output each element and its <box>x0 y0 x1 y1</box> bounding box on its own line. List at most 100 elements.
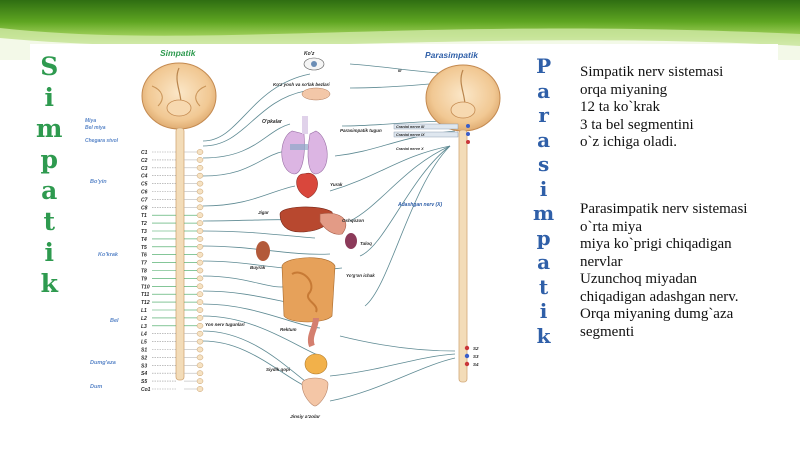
simpatik-letter: t <box>43 207 55 236</box>
chain-ganglion <box>196 259 204 266</box>
chain-ganglion <box>196 386 204 392</box>
label-tugun: Parasimpatik tugun <box>340 128 382 133</box>
chain-ganglion <box>196 172 204 179</box>
text-line: Simpatik nerv sistemasi <box>580 64 724 80</box>
simpatik-letter: S <box>40 52 59 81</box>
segment-label: T1 <box>141 213 147 219</box>
simpatik-letter: k <box>40 269 58 298</box>
segment-label: C6 <box>141 190 148 196</box>
text-line: segmenti <box>580 323 635 340</box>
text-line: Orqa miyaning dumg`aza <box>580 306 734 322</box>
segment-label: T5 <box>141 245 147 251</box>
spleen-organ <box>345 233 357 249</box>
chain-ganglion <box>196 354 204 361</box>
label-buyrak: Buyrak <box>250 265 266 270</box>
gland-organ <box>301 87 331 101</box>
label-dumgaza: Dumg'aza <box>90 360 116 366</box>
label-sulak: Ko'z yosh va so'lak bezlari <box>273 82 330 87</box>
label-cranial-2: Cranial nerve IX <box>396 133 425 137</box>
chain-ganglion <box>196 315 204 321</box>
heart-organ <box>296 172 318 199</box>
segment-label: T12 <box>141 300 150 306</box>
right-seg-s2: S2 <box>473 346 479 351</box>
text-line: Uzunchoq miyadan <box>580 271 698 287</box>
right-seg-s4: S4 <box>473 362 479 367</box>
text-line: chiqadigan adashgan nerv. <box>580 288 739 305</box>
segment-label: C8 <box>141 205 148 211</box>
diagram-title-simpatik: Simpatik <box>160 48 197 58</box>
rectum-organ <box>307 317 319 348</box>
segment-label: S3 <box>141 363 147 369</box>
chain-ganglion <box>196 370 204 377</box>
chain-ganglion <box>196 251 204 258</box>
label-adashgan: Adashgan nerv (X) <box>397 202 443 208</box>
chain-ganglion <box>196 204 204 211</box>
segment-label: L4 <box>141 332 147 338</box>
segment-label: T4 <box>141 237 147 243</box>
label-rektum: Rektum <box>280 327 297 332</box>
label-cranial-3: Cranial nerve X <box>396 147 424 151</box>
label-iii: III <box>398 68 402 73</box>
label-bel: Bel <box>110 318 119 324</box>
parasimpatik-letter: s <box>537 152 550 176</box>
segment-label: S5 <box>141 379 147 385</box>
label-ichak: Yo'g'on ichak <box>346 273 375 278</box>
label-taloq: Taloq <box>360 241 372 246</box>
chain-ganglion <box>196 322 204 329</box>
chain-ganglion <box>196 196 204 203</box>
chain-ganglion <box>196 243 204 250</box>
segment-label: T7 <box>141 261 147 267</box>
stomach-organ <box>319 212 347 235</box>
segment-label: S2 <box>141 355 147 361</box>
chain-ganglion <box>196 291 204 298</box>
text-line: nervlar <box>580 253 623 270</box>
chain-ganglion <box>196 228 204 234</box>
segment-labels: C1C2C3C4C5C6C7C8T1T2T3T4T5T6T7T8T9T10T11… <box>141 150 176 393</box>
segment-label: C7 <box>141 197 148 203</box>
parasimpatik-letter: a <box>537 250 551 274</box>
right-seg-s3: S3 <box>473 354 479 359</box>
lung-right <box>307 130 328 175</box>
cranial-nerve-markers: Cranial nerve III Cranial nerve IX Crani… <box>393 68 470 151</box>
segment-label: T2 <box>141 221 147 227</box>
segment-label: C1 <box>141 150 148 156</box>
segment-label: T9 <box>141 276 147 282</box>
label-jinsiy: Jinsiy a'zolar <box>290 414 321 420</box>
lung-left <box>281 130 305 175</box>
parasimpatik-letter: P <box>536 54 552 78</box>
label-bel-miya: Bel miya <box>85 125 106 131</box>
chain-ganglion <box>196 362 204 369</box>
left-brain <box>141 62 217 130</box>
segment-label: C4 <box>141 174 148 180</box>
text-line: 3 ta bel segmentini <box>580 116 694 133</box>
parasimpatik-letter: a <box>537 78 551 103</box>
chain-ganglion <box>196 157 204 163</box>
simpatik-letter: a <box>41 176 58 205</box>
segment-label: L1 <box>141 308 147 314</box>
chain-ganglion <box>196 275 204 282</box>
chain-ganglion <box>196 283 204 290</box>
parasimpatik-letter: r <box>538 103 549 127</box>
simpatik-letter: i <box>44 83 54 112</box>
simpatik-letter: m <box>36 114 63 143</box>
parasimpatik-letter: p <box>536 225 551 250</box>
text-line: o`rta miya <box>580 218 643 235</box>
chain-ganglion <box>196 164 204 171</box>
segment-label: S1 <box>141 348 147 354</box>
label-yon-nerv: Yon nerv tugunlari <box>205 322 245 327</box>
segment-label: T8 <box>141 269 147 275</box>
label-boyin: Bo'yin <box>90 179 107 185</box>
label-kokrak: Ko'krak <box>98 252 119 258</box>
segment-label: Co1 <box>141 387 151 393</box>
chain-ganglion <box>196 338 204 345</box>
text-line: 12 ta ko`krak <box>580 99 660 115</box>
chain-ganglion <box>196 149 204 155</box>
segment-label: T3 <box>141 229 147 235</box>
segment-label: L3 <box>141 324 147 330</box>
parasimpatik-letter: m <box>533 201 555 225</box>
segment-label: S4 <box>141 371 147 377</box>
label-dum: Dum <box>90 384 102 390</box>
